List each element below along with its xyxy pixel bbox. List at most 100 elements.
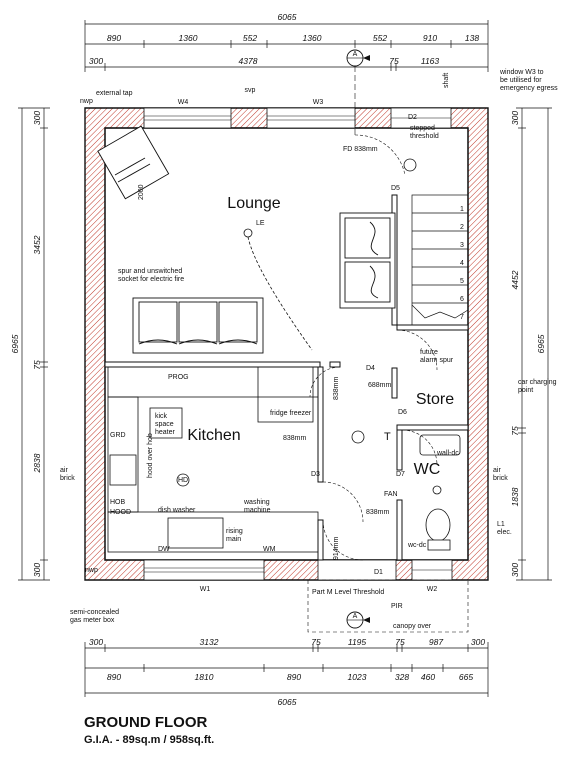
w2-label: W2 — [427, 586, 438, 593]
svg-text:300: 300 — [471, 637, 485, 647]
wc-fixtures — [419, 434, 461, 551]
nwp-bottom-label: nwp — [85, 567, 98, 574]
svg-text:1360: 1360 — [179, 33, 198, 43]
bottom-dimensions — [84, 642, 489, 697]
svg-text:3452: 3452 — [32, 235, 42, 254]
svg-text:75: 75 — [32, 360, 42, 370]
dim-right-outer: 6965 — [536, 334, 546, 353]
dim-left-outer: 6965 — [10, 334, 20, 353]
d3-label: D3 — [311, 471, 320, 478]
svg-text:890: 890 — [287, 672, 301, 682]
svg-text:2838: 2838 — [32, 453, 42, 473]
stair-step-numbers: 1 2 3 4 5 6 7 — [460, 206, 464, 321]
fd-838-label: FD 838mm — [343, 146, 378, 153]
svg-text:75: 75 — [389, 56, 399, 66]
door-d2 — [390, 107, 452, 129]
dim-bottom-overall: 6065 — [278, 697, 297, 707]
pir-label: PIR — [391, 603, 403, 610]
window-w1 — [143, 559, 265, 581]
shaft-label: shaft — [443, 73, 450, 88]
svg-text:890: 890 — [107, 672, 121, 682]
w4-label: W4 — [178, 99, 189, 106]
hd-label: HD — [178, 477, 188, 484]
svg-text:5: 5 — [460, 278, 464, 285]
d2-label: D2 — [408, 114, 417, 121]
svg-text:3: 3 — [460, 242, 464, 249]
svg-text:300: 300 — [89, 56, 103, 66]
hood-label: HOOD — [110, 509, 131, 516]
room-wc: WC — [414, 461, 441, 478]
svg-text:552: 552 — [373, 33, 387, 43]
d838-vertical-label: 838mm — [333, 376, 340, 400]
svg-text:890: 890 — [107, 33, 121, 43]
drawing-subtitle: G.I.A. - 89sq.m / 958sq.ft. — [84, 734, 215, 746]
canopy-outline — [307, 579, 469, 633]
wc-dc-label: wc-dc — [407, 542, 427, 549]
d1-label: D1 — [374, 569, 383, 576]
height-2000-label: 2000 — [138, 184, 145, 200]
t-mark-label: T — [384, 431, 391, 443]
w3-label: W3 — [313, 99, 324, 106]
svg-text:300: 300 — [510, 111, 520, 125]
d7-label: D7 — [396, 471, 405, 478]
dim-bottom-row1: 300 3132 75 1195 75 987 300 — [89, 637, 485, 647]
window-w2 — [411, 559, 453, 581]
kitchen-838-label: 838mm — [283, 435, 307, 442]
wall-dc-label: wall-dc — [436, 450, 459, 457]
room-kitchen: Kitchen — [187, 427, 240, 444]
room-lounge: Lounge — [227, 195, 280, 212]
svg-text:75: 75 — [395, 637, 405, 647]
svg-text:552: 552 — [243, 33, 257, 43]
le-label: LE — [256, 220, 265, 227]
drawing-title: GROUND FLOOR — [84, 714, 208, 731]
grd-label: GRD — [110, 432, 126, 439]
window-w3 — [266, 107, 356, 129]
w1-label: W1 — [200, 586, 211, 593]
d914-label: 914mm — [333, 536, 340, 560]
dim-bottom-row2: 890 1810 890 1023 328 460 665 — [107, 672, 473, 682]
svg-text:300: 300 — [89, 637, 103, 647]
svg-text:75: 75 — [311, 637, 321, 647]
top-dimensions — [84, 20, 489, 72]
svg-text:6: 6 — [460, 296, 464, 303]
svg-text:4: 4 — [460, 260, 464, 267]
d838-bottom-label: 838mm — [366, 509, 390, 516]
svg-text:A: A — [353, 51, 358, 58]
sofa-right — [339, 212, 396, 309]
wm-label: WM — [263, 546, 276, 553]
dim-left-parts: 300 3452 75 2838 300 — [32, 111, 42, 577]
d4-label: D4 — [366, 365, 375, 372]
svg-text:910: 910 — [423, 33, 437, 43]
light-points — [176, 158, 442, 495]
section-marker-top: A — [346, 49, 370, 135]
hood-over-hob-label: hood over hob — [147, 433, 154, 478]
window-w4 — [143, 107, 232, 129]
svg-text:4378: 4378 — [239, 56, 258, 66]
svg-text:1163: 1163 — [421, 56, 440, 66]
staircase — [411, 194, 469, 326]
svg-text:1838: 1838 — [510, 487, 520, 506]
svg-text:1: 1 — [460, 206, 464, 213]
drawing-title-block: GROUND FLOOR G.I.A. - 89sq.m / 958sq.ft. — [84, 714, 214, 746]
svg-text:A: A — [353, 613, 358, 620]
hob-label: HOB — [110, 499, 126, 506]
d6-label: D6 — [398, 409, 407, 416]
svg-text:3132: 3132 — [200, 637, 219, 647]
svg-text:2: 2 — [460, 224, 464, 231]
sofa-bottom — [132, 297, 264, 354]
svg-text:1023: 1023 — [348, 672, 367, 682]
canopy-label: canopy over — [393, 623, 432, 630]
door-d1-opening — [317, 559, 397, 581]
dishwasher-label: dish washer — [158, 507, 196, 514]
door-swings — [309, 134, 438, 561]
svg-text:1360: 1360 — [303, 33, 322, 43]
prog-label: PROG — [168, 374, 189, 381]
right-dimensions — [516, 107, 552, 581]
